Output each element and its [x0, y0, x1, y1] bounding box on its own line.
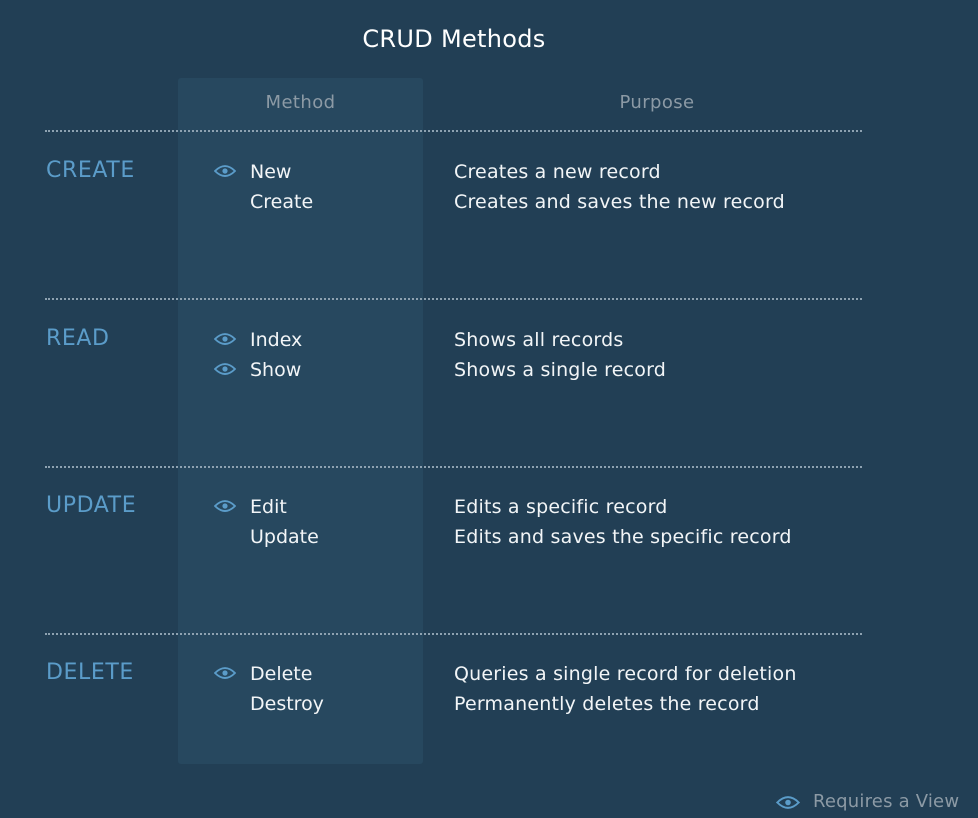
method-name: Create: [250, 191, 314, 213]
group-label: CREATE: [46, 158, 135, 183]
method-name: New: [250, 161, 292, 183]
row-divider: [45, 466, 862, 468]
group-create: CREATE New Creates a new record Create C…: [0, 158, 978, 248]
table-row: Create Creates and saves the new record: [0, 191, 978, 221]
method-name: Show: [250, 359, 302, 381]
table-row: Index Shows all records: [0, 329, 978, 359]
diagram-title: CRUD Methods: [362, 25, 546, 53]
table-row: Destroy Permanently deletes the record: [0, 693, 978, 723]
method-purpose: Shows all records: [454, 329, 624, 351]
table-row: Delete Queries a single record for delet…: [0, 663, 978, 693]
eye-icon: [214, 500, 236, 512]
method-column-background: [178, 78, 423, 764]
group-label: UPDATE: [46, 493, 137, 518]
eye-icon: [214, 165, 236, 177]
table-row: New Creates a new record: [0, 161, 978, 191]
method-purpose: Creates a new record: [454, 161, 661, 183]
table-row: Show Shows a single record: [0, 359, 978, 389]
method-purpose: Queries a single record for deletion: [454, 663, 797, 685]
group-update: UPDATE Edit Edits a specific record Upda…: [0, 493, 978, 583]
eye-icon: [214, 667, 236, 679]
method-purpose: Edits a specific record: [454, 496, 668, 518]
legend-label: Requires a View: [813, 791, 960, 812]
legend: Requires a View: [776, 791, 971, 815]
method-purpose: Shows a single record: [454, 359, 667, 381]
row-divider: [45, 298, 862, 300]
method-name: Update: [250, 526, 319, 548]
purpose-column-header: Purpose: [619, 92, 695, 113]
table-row: Edit Edits a specific record: [0, 496, 978, 526]
row-divider: [45, 633, 862, 635]
method-purpose: Edits and saves the specific record: [454, 526, 792, 548]
group-delete: DELETE Delete Queries a single record fo…: [0, 660, 978, 750]
group-label: DELETE: [46, 660, 134, 685]
method-name: Edit: [250, 496, 287, 518]
group-label: READ: [46, 326, 110, 351]
method-name: Destroy: [250, 693, 324, 715]
table-row: Update Edits and saves the specific reco…: [0, 526, 978, 556]
eye-icon: [776, 796, 800, 809]
row-divider: [45, 130, 862, 132]
method-purpose: Creates and saves the new record: [454, 191, 785, 213]
eye-icon: [214, 363, 236, 375]
eye-icon: [214, 333, 236, 345]
method-name: Index: [250, 329, 303, 351]
group-read: READ Index Shows all records Show Shows …: [0, 326, 978, 416]
method-purpose: Permanently deletes the record: [454, 693, 760, 715]
method-column-header: Method: [265, 92, 336, 113]
method-name: Delete: [250, 663, 313, 685]
